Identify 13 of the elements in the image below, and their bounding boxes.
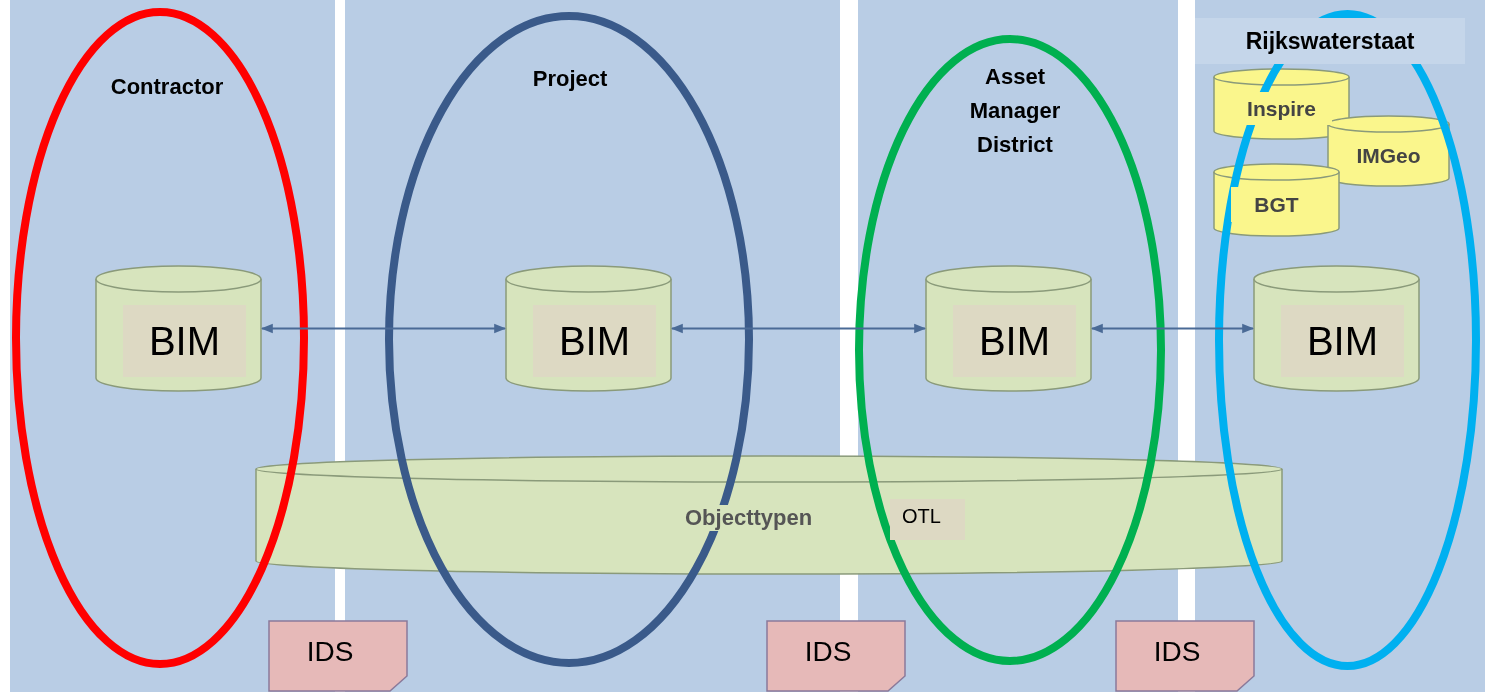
- cylinder-label: BIM: [953, 305, 1076, 377]
- cylinder-label: BIM: [123, 305, 246, 377]
- double-arrow: [1090, 323, 1255, 334]
- double-arrow: [260, 323, 507, 334]
- band-label: OTL: [890, 499, 965, 540]
- cylinder-label: BIM: [1281, 305, 1404, 377]
- group-heading: Project: [531, 65, 609, 93]
- cylinder-label: BIM: [533, 305, 656, 377]
- group-heading: Contractor: [109, 73, 225, 101]
- group-heading: Rijkswaterstaat: [1195, 18, 1465, 64]
- band-label: Objecttypen: [685, 505, 813, 531]
- group-heading: Asset Manager District: [968, 63, 1062, 159]
- double-arrow: [670, 323, 927, 334]
